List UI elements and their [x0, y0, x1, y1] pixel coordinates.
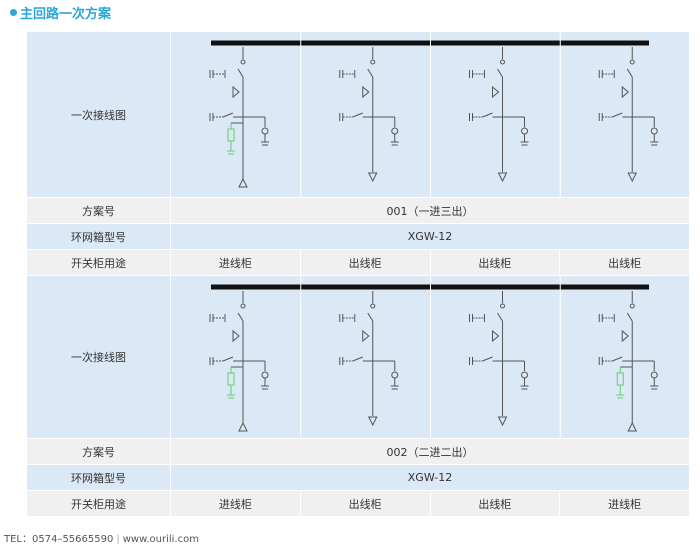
switch-blade [626, 312, 633, 322]
footer-tel: TEL：0574–55665590 [4, 534, 114, 545]
cable-head-icon [238, 177, 248, 188]
terminal-icon [240, 59, 246, 65]
footer-website: www.ourili.com [122, 534, 199, 545]
terminal-icon [240, 303, 246, 309]
usage-cell: 出线柜 [429, 249, 561, 276]
surge-arrester-icon [227, 372, 235, 386]
cable-head-icon [497, 172, 508, 183]
switch-blade [497, 312, 503, 322]
section-title: 主回路一次方案 [10, 3, 111, 22]
diagram-row-2: 一次接线图 [26, 275, 690, 439]
cable-head-icon [497, 416, 508, 427]
cable-head-icon [367, 172, 378, 183]
scheme-label: 方案号 [26, 197, 171, 224]
scheme-row-1: 方案号 001（一进三出） [26, 197, 690, 224]
terminal-icon [629, 303, 635, 309]
terminal-icon [629, 59, 635, 65]
switch-blade [367, 68, 374, 78]
indicator-icon [521, 371, 528, 379]
scheme-row-2: 方案号 002（二进二出） [26, 438, 690, 465]
model-row-1: 环网箱型号 XGW-12 [26, 223, 690, 250]
terminal-icon [500, 303, 505, 309]
earth-switch-blade [352, 112, 363, 118]
cabinet-outgoing [469, 47, 529, 183]
cabinet-outgoing [469, 291, 529, 427]
earth-switch-blade [352, 356, 363, 362]
usage-cell: 出线柜 [299, 249, 431, 276]
diagram-label: 一次接线图 [26, 275, 171, 439]
usage-cell: 出线柜 [559, 249, 690, 276]
usage-cell: 出线柜 [429, 490, 561, 517]
model-value: XGW-12 [170, 464, 690, 491]
fuse-icon [362, 329, 370, 343]
single-line-diagram-svg-2 [209, 276, 659, 438]
single-line-diagram-svg-1 [209, 32, 659, 197]
earth-switch-blade [482, 356, 493, 362]
cabinet-incoming [209, 291, 269, 432]
indicator-icon [261, 371, 269, 379]
earth-switch-blade [612, 356, 623, 362]
indicator-icon [261, 127, 269, 135]
usage-cell: 进线柜 [559, 490, 690, 517]
cabinet-outgoing [339, 291, 399, 427]
footer-separator: | [116, 534, 120, 545]
surge-arrester-icon [616, 372, 624, 386]
earth-switch-blade [482, 112, 493, 118]
earth-switch-blade [222, 356, 234, 362]
model-label: 环网箱型号 [26, 464, 171, 491]
switch-blade [626, 68, 633, 78]
scheme-table: 一次接线图 方案号 001（一进三出） 环网箱型号 XGW-12 开关柜用途 进… [26, 31, 690, 517]
diagram-label: 一次接线图 [26, 31, 171, 198]
indicator-icon [650, 371, 658, 379]
usage-cell: 进线柜 [170, 249, 301, 276]
section-title-text: 主回路一次方案 [20, 7, 112, 22]
fuse-icon [621, 85, 630, 99]
single-line-diagram-2 [170, 275, 690, 439]
terminal-icon [370, 303, 376, 309]
switch-blade [367, 312, 374, 322]
switch-blade [237, 312, 244, 322]
single-line-diagram-1 [170, 31, 690, 198]
usage-label: 开关柜用途 [26, 490, 171, 517]
cable-head-icon [627, 172, 638, 183]
cabinet-outgoing [598, 47, 659, 183]
scheme-label: 方案号 [26, 438, 171, 465]
indicator-icon [391, 371, 399, 379]
usage-cell: 进线柜 [170, 490, 301, 517]
indicator-icon [521, 127, 528, 135]
usage-row-1: 开关柜用途 进线柜 出线柜 出线柜 出线柜 [26, 249, 690, 276]
usage-row-2: 开关柜用途 进线柜 出线柜 出线柜 进线柜 [26, 490, 690, 517]
surge-arrester-icon [227, 128, 235, 142]
model-label: 环网箱型号 [26, 223, 171, 250]
earth-switch-blade [222, 112, 234, 118]
indicator-icon [391, 127, 399, 135]
cabinet-outgoing [339, 47, 399, 183]
cabinet-incoming [209, 47, 269, 188]
fuse-icon [232, 329, 240, 343]
cable-head-icon [627, 421, 638, 432]
fuse-icon [492, 85, 500, 99]
switch-blade [497, 68, 503, 78]
terminal-icon [370, 59, 376, 65]
cable-head-icon [367, 416, 378, 427]
usage-label: 开关柜用途 [26, 249, 171, 276]
model-row-2: 环网箱型号 XGW-12 [26, 464, 690, 491]
diagram-row-1: 一次接线图 [26, 31, 690, 198]
terminal-icon [500, 59, 505, 65]
switch-blade [237, 68, 244, 78]
fuse-icon [232, 85, 240, 99]
cable-head-icon [238, 421, 248, 432]
scheme-value: 001（一进三出） [170, 197, 690, 224]
cabinet-incoming [598, 291, 659, 432]
earth-switch-blade [612, 112, 623, 118]
bullet-icon [10, 9, 17, 16]
footer: TEL：0574–55665590|www.ourili.com [4, 530, 199, 545]
indicator-icon [650, 127, 658, 135]
scheme-value: 002（二进二出） [170, 438, 690, 465]
fuse-icon [621, 329, 630, 343]
model-value: XGW-12 [170, 223, 690, 250]
fuse-icon [362, 85, 370, 99]
usage-cell: 出线柜 [299, 490, 431, 517]
fuse-icon [492, 329, 500, 343]
